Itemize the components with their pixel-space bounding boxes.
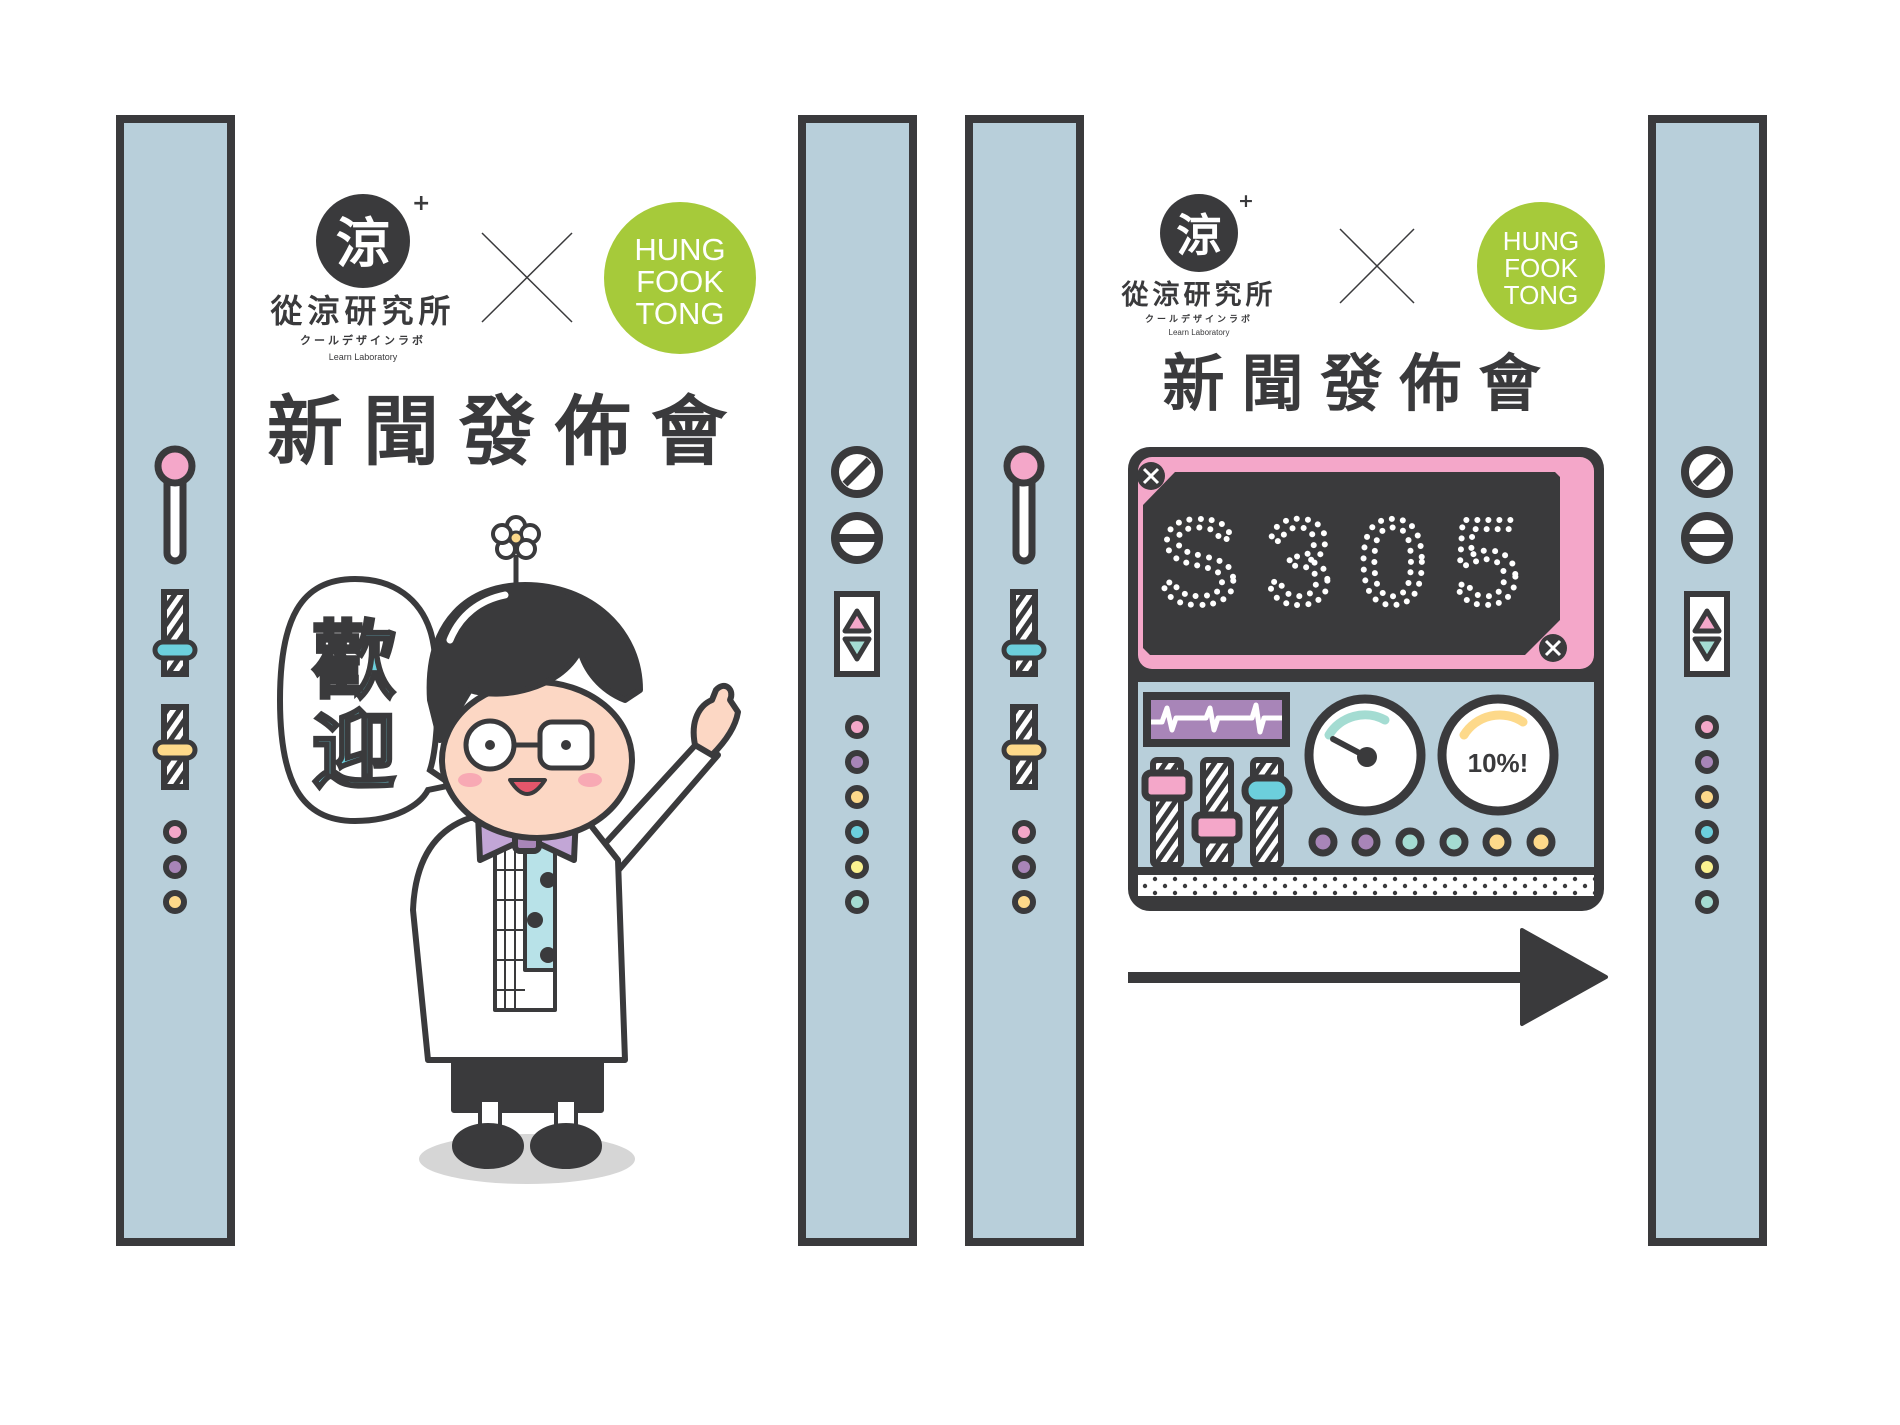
svg-text:涼: 涼 — [336, 212, 390, 275]
pillar-right-outer — [1652, 119, 1763, 1242]
left-sign: 涼 + 從涼研究所 クールデザインラボ Learn Laboratory HUN… — [267, 191, 756, 1184]
pillar-left-inner — [802, 119, 913, 1242]
svg-text:+: + — [1238, 190, 1254, 212]
pillar-right-inner — [969, 119, 1080, 1242]
fader-sliders — [1141, 757, 1293, 868]
collab-x-mark — [1339, 228, 1415, 304]
svg-text:歡: 歡 — [312, 612, 396, 710]
welcome-speech-bubble: 歡 迎 — [276, 575, 460, 825]
speed-gauge — [1304, 694, 1426, 816]
headline: 新聞發佈會 — [267, 387, 747, 476]
hung-fook-tong-logo: HUNG FOOK TONG — [604, 202, 756, 354]
pillar-left-outer — [120, 119, 231, 1242]
arrow-right-icon — [1128, 928, 1608, 1026]
svg-text:HUNG: HUNG — [634, 232, 725, 267]
control-panel: S305 10%! — [1128, 447, 1604, 911]
svg-text:涼: 涼 — [1176, 209, 1221, 262]
svg-text:TONG: TONG — [1504, 280, 1579, 310]
heartbeat-line — [1151, 702, 1282, 735]
cool-lab-logo: 涼 + 從涼研究所 クールデザインラボ Learn Laboratory — [269, 191, 455, 362]
indicator-lights — [1308, 827, 1556, 857]
svg-text:HUNG: HUNG — [1503, 226, 1580, 256]
right-sign: 涼 + 從涼研究所 クールデザインラボ Learn Laboratory HUN… — [1121, 190, 1608, 1026]
svg-text:10%!: 10%! — [1468, 748, 1529, 778]
svg-text:クールデザインラボ: クールデザインラボ — [300, 333, 426, 347]
svg-text:クールデザインラボ: クールデザインラボ — [1145, 313, 1253, 325]
svg-text:Learn Laboratory: Learn Laboratory — [329, 352, 398, 362]
room-number: S305 — [1158, 494, 1547, 630]
svg-text:從涼研究所: 從涼研究所 — [1121, 279, 1277, 311]
svg-text:+: + — [412, 191, 430, 216]
headline: 新聞發佈會 — [1162, 347, 1557, 420]
collab-x-mark — [481, 232, 573, 323]
screw-icon — [1539, 634, 1567, 662]
percent-gauge: 10%! — [1437, 694, 1559, 816]
svg-text:迎: 迎 — [312, 702, 396, 800]
cool-lab-logo: 涼 + 從涼研究所 クールデザインラボ Learn Laboratory — [1121, 190, 1277, 337]
svg-text:FOOK: FOOK — [636, 264, 724, 299]
hung-fook-tong-logo: HUNG FOOK TONG — [1477, 202, 1605, 330]
svg-text:FOOK: FOOK — [1504, 253, 1578, 283]
svg-text:TONG: TONG — [636, 296, 725, 331]
screw-icon — [1137, 462, 1165, 490]
scientist-mascot — [410, 515, 741, 1184]
svg-text:Learn Laboratory: Learn Laboratory — [1169, 328, 1230, 337]
flower-icon — [491, 515, 541, 560]
svg-text:從涼研究所: 從涼研究所 — [269, 292, 455, 330]
